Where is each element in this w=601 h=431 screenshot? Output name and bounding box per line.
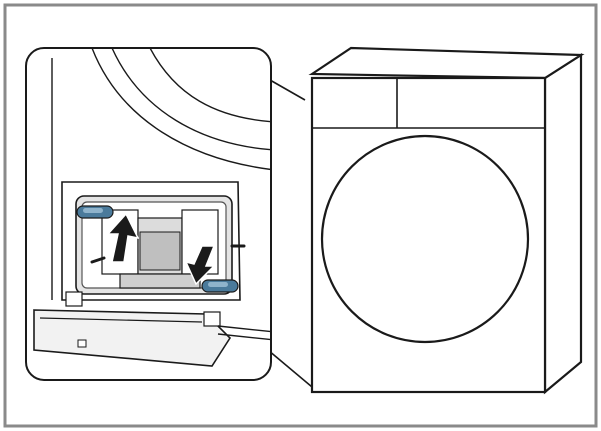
down-arrow-icon <box>184 245 216 286</box>
door-arc-lines <box>91 48 271 171</box>
machine-door <box>320 134 530 344</box>
machine-side-face <box>543 52 583 395</box>
upper-handle-icon <box>76 205 114 219</box>
up-arrow-icon <box>106 212 140 263</box>
machine-top-face <box>308 46 585 80</box>
washing-machine <box>308 46 585 395</box>
hatch-flap <box>33 291 271 367</box>
detail-panel <box>25 47 272 381</box>
lower-handle-icon <box>201 279 239 293</box>
